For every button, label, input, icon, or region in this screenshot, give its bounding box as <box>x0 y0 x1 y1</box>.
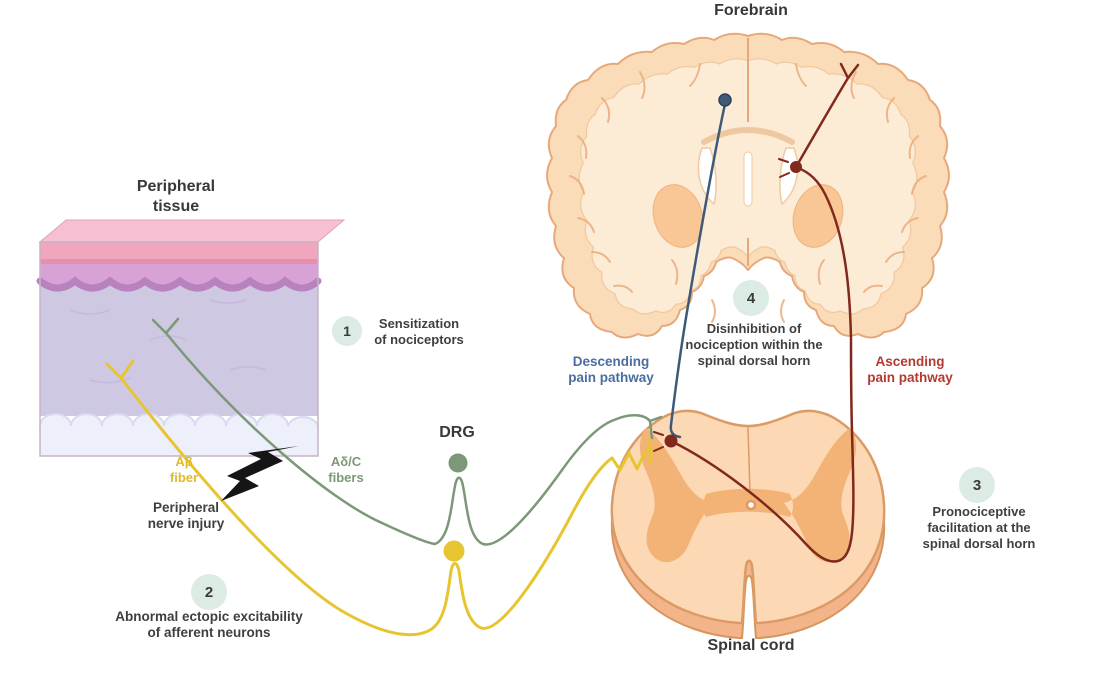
a-delta-c-fiber-line <box>164 331 654 546</box>
forebrain-label: Forebrain <box>714 2 788 19</box>
annotation-4-number: 4 <box>746 289 756 307</box>
peripheral-nerve-injury-label: Peripheral nerve injury <box>116 500 256 533</box>
annotation-3-line2: facilitation at the <box>927 519 1031 535</box>
lightning-bolt-icon <box>221 446 299 501</box>
injury-label-line1: Peripheral <box>152 500 220 515</box>
peripheral-tissue-illustration <box>36 219 346 457</box>
descending-label-line1: Descending <box>572 354 650 369</box>
annotation-4-line3: spinal dorsal horn <box>697 352 811 368</box>
brain-sulci <box>569 63 927 323</box>
peripheral-tissue-label-line2: tissue <box>152 197 200 215</box>
brain-basal-ganglia-left <box>652 184 704 248</box>
ascending-neuron-soma-thalamus <box>790 161 802 173</box>
annotation-4-text: Disinhibition of nociception within the … <box>658 321 850 369</box>
annotation-1-text: Sensitization of nociceptors <box>357 316 481 348</box>
descending-neuron-soma <box>718 93 732 107</box>
descending-pathway-label: Descending pain pathway <box>550 354 672 387</box>
descending-label-line2: pain pathway <box>568 370 654 386</box>
annotation-2-badge: 2 <box>191 574 227 610</box>
skin-basal-strip <box>40 259 318 264</box>
annotation-3-text: Pronociceptive facilitation at the spina… <box>890 504 1068 552</box>
brain-basal-ganglia-right <box>792 184 844 248</box>
a-beta-label-line1: Aβ <box>175 454 193 469</box>
a-beta-label-line2: fiber <box>169 469 199 485</box>
spinal-cord-dorsal-sulcus <box>747 426 751 495</box>
forebrain-illustration <box>546 32 950 339</box>
annotation-3-line3: spinal dorsal horn <box>922 535 1036 551</box>
drg-yellow-soma <box>443 540 465 562</box>
spinal-cord-central-canal <box>745 499 757 511</box>
ascending-label-line1: Ascending <box>875 354 945 369</box>
peripheral-tissue-label-line1: Peripheral <box>136 178 216 195</box>
peripheral-tissue-label: Peripheral tissue <box>106 177 246 216</box>
afferent-fibers <box>105 317 663 637</box>
drg-green-soma <box>448 453 468 473</box>
a-beta-fiber-label: Aβ fiber <box>154 454 214 486</box>
ascending-label-line2: pain pathway <box>867 370 953 386</box>
brain-third-ventricle <box>743 151 753 207</box>
annotation-2-line2: of afferent neurons <box>147 625 271 641</box>
skin-top-face <box>38 219 346 243</box>
skin-wavy-border <box>36 276 322 292</box>
a-delta-label-line2: fibers <box>328 469 364 485</box>
annotation-4-badge: 4 <box>733 280 769 316</box>
ascending-neuron-soma-spinal <box>664 434 678 448</box>
injury-label-line2: nerve injury <box>147 516 225 532</box>
descending-pathway <box>669 93 732 439</box>
annotation-2-line1: Abnormal ectopic excitability <box>115 609 303 624</box>
annotation-4-line2: nociception within the <box>685 336 823 352</box>
annotation-1-line2: of nociceptors <box>374 331 464 347</box>
skin-fat-layer-edge <box>39 413 319 427</box>
annotation-3-line1: Pronociceptive <box>932 504 1026 519</box>
skin-front-border <box>39 241 319 457</box>
annotation-1-badge: 1 <box>332 316 362 346</box>
brain-corpus-callosum <box>701 127 795 145</box>
annotation-2-text: Abnormal ectopic excitability of afferen… <box>88 609 330 642</box>
annotation-4-line1: Disinhibition of <box>706 321 802 336</box>
spinal-cord-white-matter <box>610 409 886 625</box>
a-delta-c-fiber-terminal <box>151 317 663 423</box>
ascending-pathway <box>653 62 860 563</box>
spinal-cord-illustration <box>610 409 886 639</box>
annotation-3-badge: 3 <box>959 467 995 503</box>
descending-pathway-line <box>669 102 727 439</box>
skin-epidermis-layer <box>40 242 318 259</box>
ascending-pathway-thalamocortical-line <box>794 62 860 169</box>
annotation-1-line1: Sensitization <box>378 316 460 331</box>
ascending-pathway-line <box>669 166 855 563</box>
annotation-3-number: 3 <box>972 476 982 494</box>
skin-fat-layer <box>40 414 318 456</box>
a-delta-label-line1: Aδ/C <box>330 454 362 469</box>
annotation-1-number: 1 <box>343 323 351 339</box>
ascending-pathway-label: Ascending pain pathway <box>849 354 971 387</box>
spinal-cord-gray-matter <box>639 428 857 563</box>
drg-label: DRG <box>439 424 475 441</box>
annotation-2-number: 2 <box>204 583 214 601</box>
ascending-neuron-dendrites <box>653 158 790 452</box>
a-beta-fiber-terminal <box>105 359 659 465</box>
spinal-cord-label: Spinal cord <box>707 637 795 654</box>
a-beta-fiber-line <box>119 376 647 637</box>
a-delta-c-fibers-label: Aδ/C fibers <box>314 454 378 486</box>
